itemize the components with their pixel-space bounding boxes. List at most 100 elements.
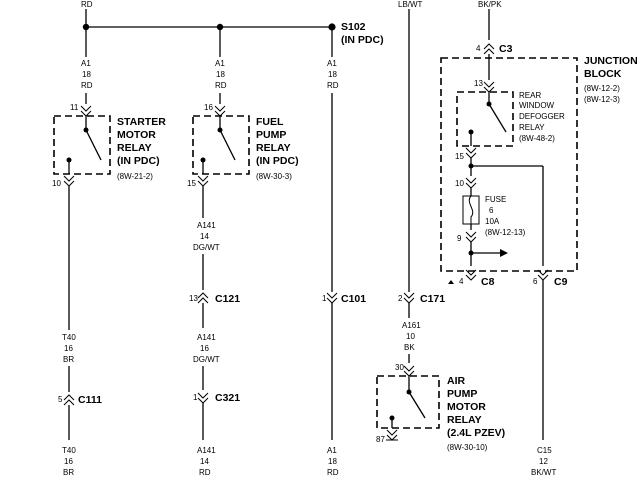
- svg-text:RD: RD: [199, 468, 211, 477]
- wire-color-lbwt: LB/WT: [398, 0, 423, 9]
- svg-text:DG/WT: DG/WT: [193, 243, 220, 252]
- svg-text:A161: A161: [402, 321, 421, 330]
- svg-text:T40: T40: [62, 333, 76, 342]
- svg-text:RELAY: RELAY: [447, 414, 482, 426]
- svg-text:16: 16: [64, 457, 73, 466]
- svg-text:BK/WT: BK/WT: [531, 468, 556, 477]
- wire-label-main-in: A1 18 RD: [327, 59, 339, 90]
- svg-text:10: 10: [406, 332, 415, 341]
- svg-text:A141: A141: [197, 221, 216, 230]
- svg-text:18: 18: [328, 457, 337, 466]
- svg-text:C8: C8: [481, 276, 495, 288]
- svg-text:C121: C121: [215, 293, 240, 305]
- svg-text:PUMP: PUMP: [256, 129, 286, 141]
- svg-text:RD: RD: [327, 81, 339, 90]
- svg-text:(IN PDC): (IN PDC): [256, 155, 299, 167]
- svg-text:RELAY: RELAY: [256, 142, 291, 154]
- svg-text:11: 11: [70, 103, 79, 112]
- wire-label-air-in: A161 10 BK: [402, 321, 421, 352]
- svg-text:14: 14: [200, 457, 209, 466]
- junction-block-label: JUNCTION BLOCK (8W-12-2) (8W-12-3): [584, 55, 638, 104]
- svg-text:PUMP: PUMP: [447, 388, 477, 400]
- svg-text:18: 18: [82, 70, 91, 79]
- wire-label-fuel-in: A1 18 RD: [215, 59, 227, 90]
- svg-text:12: 12: [539, 457, 548, 466]
- svg-text:5: 5: [58, 395, 63, 404]
- svg-text:6: 6: [533, 277, 538, 286]
- svg-text:13: 13: [474, 79, 483, 88]
- svg-text:C9: C9: [554, 276, 568, 288]
- svg-text:FUSE: FUSE: [485, 195, 506, 204]
- svg-text:1: 1: [193, 393, 198, 402]
- svg-text:15: 15: [187, 179, 196, 188]
- wire-color-bkpk: BK/PK: [478, 0, 502, 9]
- connector-c8: 4 C8: [448, 269, 495, 288]
- svg-text:RELAY: RELAY: [117, 142, 152, 154]
- svg-text:WINDOW: WINDOW: [519, 101, 555, 110]
- svg-text:C111: C111: [78, 394, 102, 406]
- svg-text:DEFOGGER: DEFOGGER: [519, 112, 565, 121]
- svg-text:15: 15: [455, 152, 464, 161]
- svg-text:BLOCK: BLOCK: [584, 68, 622, 80]
- svg-text:(8W-12-2): (8W-12-2): [584, 84, 620, 93]
- svg-text:13: 13: [189, 294, 198, 303]
- wire-label-main-bot: A1 18 RD: [327, 446, 339, 477]
- fuse-6: 10 FUSE 6 10A (8W-12-13) 9: [455, 177, 526, 243]
- svg-text:RD: RD: [81, 81, 93, 90]
- svg-text:T40: T40: [62, 446, 76, 455]
- connector-c121: 13 C121: [189, 292, 240, 305]
- svg-text:6: 6: [489, 206, 494, 215]
- connector-c3: 4 C3: [476, 43, 513, 55]
- svg-text:A1: A1: [81, 59, 91, 68]
- svg-text:14: 14: [200, 232, 209, 241]
- svg-text:A141: A141: [197, 446, 216, 455]
- connector-c321: 1 C321: [193, 392, 240, 404]
- svg-text:4: 4: [459, 277, 464, 286]
- svg-text:MOTOR: MOTOR: [117, 129, 156, 141]
- svg-text:A1: A1: [215, 59, 225, 68]
- svg-text:16: 16: [200, 344, 209, 353]
- svg-text:1: 1: [322, 294, 327, 303]
- connector-c101: 1 C101: [322, 292, 366, 305]
- svg-text:A1: A1: [327, 446, 337, 455]
- svg-text:AIR: AIR: [447, 375, 466, 387]
- svg-text:REAR: REAR: [519, 91, 541, 100]
- svg-text:C171: C171: [420, 293, 445, 305]
- splice-name: S102: [341, 21, 366, 33]
- splice-location: (IN PDC): [341, 34, 384, 46]
- svg-text:(8W-12-13): (8W-12-13): [485, 228, 526, 237]
- wire-label-starter-bot: T40 16 BR: [62, 446, 76, 477]
- arrow-right-icon: [500, 249, 508, 257]
- svg-text:(8W-48-2): (8W-48-2): [519, 134, 555, 143]
- svg-text:A1: A1: [327, 59, 337, 68]
- wire-color-top-left: RD: [81, 0, 93, 9]
- svg-text:C3: C3: [499, 43, 513, 55]
- rear-window-defogger-relay: 13 REAR WINDOW DEFOGGER RELAY (8W-48-2) …: [455, 79, 565, 161]
- svg-text:RD: RD: [215, 81, 227, 90]
- svg-text:BR: BR: [63, 355, 74, 364]
- svg-text:2: 2: [398, 294, 403, 303]
- connector-c9: 6 C9: [533, 269, 568, 288]
- wire-label-fuel-out: A141 14 DG/WT: [193, 221, 220, 252]
- svg-text:(8W-30-3): (8W-30-3): [256, 172, 292, 181]
- wire-label-fuel-mid: A141 16 DG/WT: [193, 333, 220, 364]
- wire-label-starter-in: A1 18 RD: [81, 59, 93, 90]
- svg-text:C15: C15: [537, 446, 552, 455]
- svg-text:DG/WT: DG/WT: [193, 355, 220, 364]
- svg-text:18: 18: [328, 70, 337, 79]
- svg-text:RELAY: RELAY: [519, 123, 545, 132]
- svg-text:RD: RD: [327, 468, 339, 477]
- svg-text:C321: C321: [215, 392, 240, 404]
- starter-motor-relay: 11 10 STARTER MOTOR RELAY (IN PDC) (8W-2…: [52, 103, 166, 188]
- svg-text:16: 16: [204, 103, 213, 112]
- svg-text:C101: C101: [341, 293, 366, 305]
- svg-text:BK: BK: [404, 343, 415, 352]
- svg-text:(8W-21-2): (8W-21-2): [117, 172, 153, 181]
- svg-text:10: 10: [455, 179, 464, 188]
- svg-text:30: 30: [395, 363, 404, 372]
- svg-text:18: 18: [216, 70, 225, 79]
- svg-text:16: 16: [64, 344, 73, 353]
- svg-text:10: 10: [52, 179, 61, 188]
- svg-text:MOTOR: MOTOR: [447, 401, 486, 413]
